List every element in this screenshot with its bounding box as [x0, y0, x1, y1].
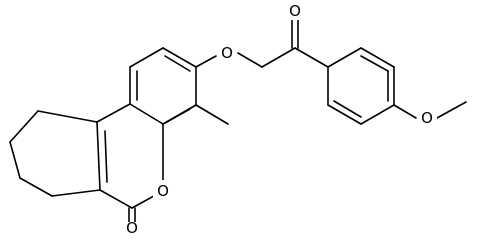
bond — [261, 47, 296, 68]
bond — [327, 104, 362, 125]
bond — [51, 189, 101, 197]
bonds — [9, 19, 467, 232]
ketone-oxygen-label: O — [289, 2, 301, 20]
bond — [195, 104, 229, 125]
bond — [9, 110, 39, 143]
atom-labels: O O O O O — [122, 0, 437, 238]
bond — [164, 55, 191, 72]
bond — [129, 47, 164, 68]
bond — [327, 47, 362, 68]
bond — [195, 55, 217, 68]
bond — [99, 189, 133, 209]
bond — [333, 100, 362, 118]
bond — [19, 177, 53, 197]
bond — [96, 103, 131, 123]
bond — [104, 130, 108, 183]
bond — [360, 55, 389, 72]
bond — [129, 103, 164, 125]
bond — [9, 141, 21, 179]
methoxy-oxygen-label: O — [421, 109, 433, 127]
lactone-oxygen-label: O — [126, 219, 138, 237]
bond — [37, 110, 98, 123]
bond — [164, 108, 191, 124]
bond — [436, 101, 467, 119]
ring-oxygen-label: O — [157, 182, 169, 200]
bond — [237, 52, 263, 68]
bond — [360, 104, 395, 125]
bond — [393, 104, 417, 119]
bond — [294, 47, 329, 68]
ether-oxygen-label: O — [221, 44, 233, 62]
bond — [96, 121, 101, 191]
bond — [162, 47, 197, 68]
bond — [360, 47, 395, 68]
